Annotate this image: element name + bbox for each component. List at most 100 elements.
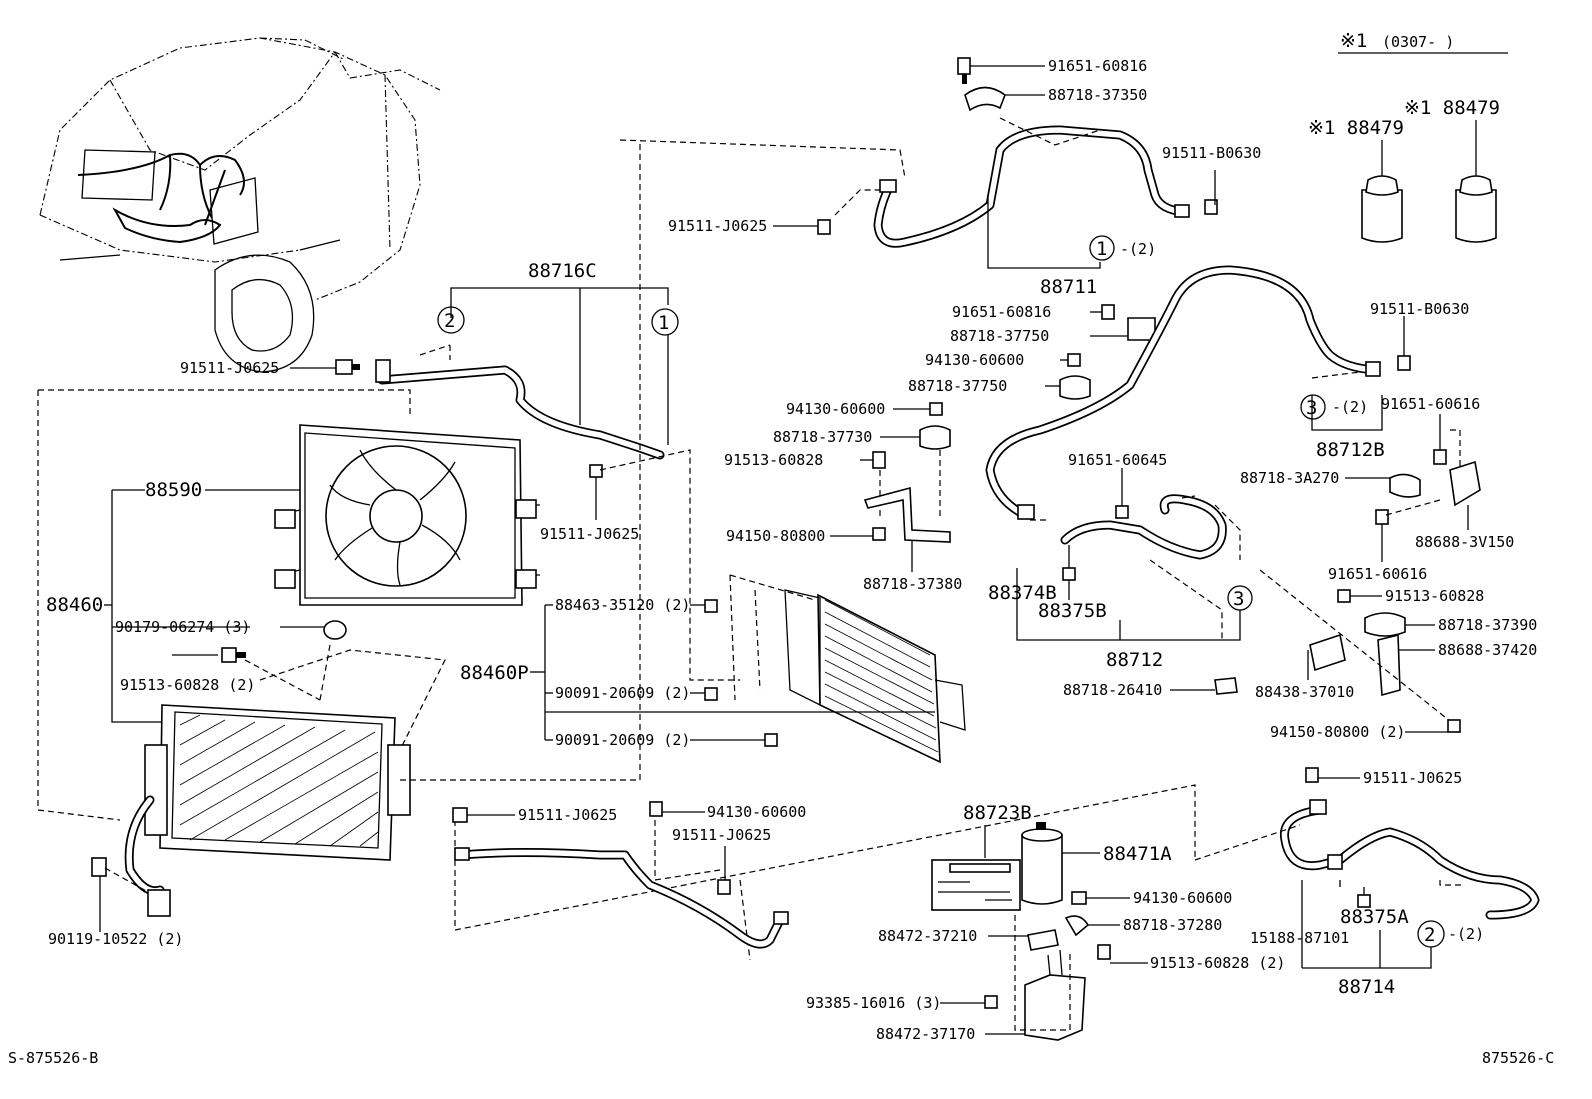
label-94130-60600-a: 94130-60600: [925, 351, 1024, 369]
callout-1-a: 1: [1096, 238, 1107, 260]
label-88688-3V150: 88688-3V150: [1415, 533, 1514, 551]
bolt-icon: [1447, 719, 1461, 733]
bolt-icon: [1375, 509, 1389, 525]
bolt-icon: [91, 857, 107, 877]
clamp-icon: [323, 620, 347, 640]
label-91513-60828-b: 91513-60828: [1385, 587, 1484, 605]
label-88479-a: ※1 88479: [1308, 117, 1404, 139]
label-91651-60616-a: 91651-60616: [1381, 395, 1480, 413]
label-88460P: 88460P: [460, 662, 529, 684]
label-94130-60600-c: 94130-60600: [707, 803, 806, 821]
condenser-fan-icon: [274, 424, 540, 606]
applicability-note: ※1 (0307- ): [1338, 30, 1508, 54]
bolt-icon: [1067, 353, 1081, 367]
hose-88712: [1060, 494, 1227, 560]
bracket-icon: [1377, 633, 1401, 697]
clamp-icon: [1389, 473, 1421, 498]
clamp-icon: [919, 425, 951, 450]
label-88688-37420: 88688-37420: [1438, 641, 1537, 659]
bolt-icon: [929, 402, 943, 416]
label-90091-20609-a: 90091-20609 (2): [555, 684, 690, 702]
label-88375B: 88375B: [1038, 600, 1107, 622]
callout-3-a: 3: [1306, 397, 1317, 419]
hose-88712B: [985, 265, 1381, 520]
label-91511-B0630-top: 91511-B0630: [1162, 144, 1261, 162]
label-88718-37730: 88718-37730: [773, 428, 872, 446]
label-88718-26410: 88718-26410: [1063, 681, 1162, 699]
label-88718-37280: 88718-37280: [1123, 916, 1222, 934]
label-88472-37210: 88472-37210: [878, 927, 977, 945]
bracket-icon: [1309, 633, 1346, 672]
label-94130-60600-d: 94130-60600: [1133, 889, 1232, 907]
label-93385-16016: 93385-16016 (3): [806, 994, 941, 1012]
clamp-icon: [1364, 612, 1406, 637]
label-91511-J0625-a: 91511-J0625: [668, 217, 767, 235]
note-prefix: ※1: [1340, 30, 1367, 52]
footer-right-code: 875526-C: [1482, 1049, 1554, 1067]
label-88374B: 88374B: [988, 582, 1057, 604]
label-91651-60616-b: 91651-60616: [1328, 565, 1427, 583]
bolt-icon: [872, 527, 886, 541]
footer-left-code: S-875526-B: [8, 1049, 98, 1067]
bolt-icon: [984, 995, 998, 1009]
label-91511-J0625-d: 91511-J0625: [518, 806, 617, 824]
note-range: (0307- ): [1382, 33, 1454, 51]
label-91651-60816-top: 91651-60816: [1048, 57, 1147, 75]
label-88471A: 88471A: [1103, 843, 1172, 865]
label-circle3-qty: -(2): [1332, 398, 1368, 416]
bolt-icon: [335, 359, 360, 375]
label-88718-37750-a: 88718-37750: [950, 327, 1049, 345]
bolt-icon: [957, 57, 971, 84]
callout-2-b: 2: [1424, 924, 1435, 946]
hose-88716C: [375, 359, 665, 460]
label-88723B: 88723B: [963, 802, 1032, 824]
bolt-icon: [452, 807, 468, 823]
label-88472-37170: 88472-37170: [876, 1025, 975, 1043]
label-88438-37010: 88438-37010: [1255, 683, 1354, 701]
label-94150-80800-b: 94150-80800 (2): [1270, 723, 1405, 741]
bracket-icon: [1449, 460, 1481, 507]
bolt-icon: [1204, 199, 1218, 215]
hose-lower: [454, 847, 789, 949]
vehicle-cutaway-icon: [39, 37, 441, 373]
bolt-icon: [649, 801, 663, 817]
bracket-icon: [863, 486, 951, 543]
label-88463-35120: 88463-35120 (2): [555, 596, 690, 614]
label-88718-37390: 88718-37390: [1438, 616, 1537, 634]
label-88718-3A270: 88718-3A270: [1240, 469, 1339, 487]
bolt-icon: [1071, 891, 1087, 905]
label-88479-b: ※1 88479: [1404, 97, 1500, 119]
receiver-dryer-icon: [1021, 822, 1063, 905]
label-88590: 88590: [145, 479, 202, 501]
caution-label-icon: [931, 859, 1021, 911]
label-91511-J0625-b: 91511-J0625: [180, 359, 279, 377]
label-90119-10522: 90119-10522 (2): [48, 930, 183, 948]
bolt-icon: [1433, 449, 1447, 465]
filter-cartridge-icon: [1455, 120, 1497, 243]
label-88712: 88712: [1106, 649, 1163, 671]
clamp-icon: [1214, 677, 1238, 695]
label-88375A: 88375A: [1340, 906, 1409, 928]
bolt-icon: [704, 599, 718, 613]
label-91651-60645: 91651-60645: [1068, 451, 1167, 469]
label-15188-87101: 15188-87101: [1250, 929, 1349, 947]
label-91511-B0630-right: 91511-B0630: [1370, 300, 1469, 318]
label-90179-06274: 90179-06274 (3): [115, 618, 250, 636]
condenser-icon: [784, 589, 966, 764]
label-91513-60828-d: 91513-60828 (2): [1150, 954, 1285, 972]
label-circle1-qty: -(2): [1120, 240, 1156, 258]
label-94150-80800-a: 94150-80800: [726, 527, 825, 545]
bolt-icon: [1101, 304, 1115, 320]
bracket-icon: [1024, 949, 1086, 1041]
bolt-icon: [717, 879, 731, 895]
label-91511-J0625-f: 91511-J0625: [1363, 769, 1462, 787]
bracket-icon: [1027, 929, 1059, 951]
label-circle2-qty: -(2): [1448, 925, 1484, 943]
hose-88714: [1279, 799, 1540, 920]
label-91511-J0625-c: 91511-J0625: [540, 525, 639, 543]
callout-3-b: 3: [1233, 588, 1244, 610]
label-90091-20609-b: 90091-20609 (2): [555, 731, 690, 749]
bolt-icon: [764, 733, 778, 747]
label-91513-60828-c: 91513-60828 (2): [120, 676, 255, 694]
